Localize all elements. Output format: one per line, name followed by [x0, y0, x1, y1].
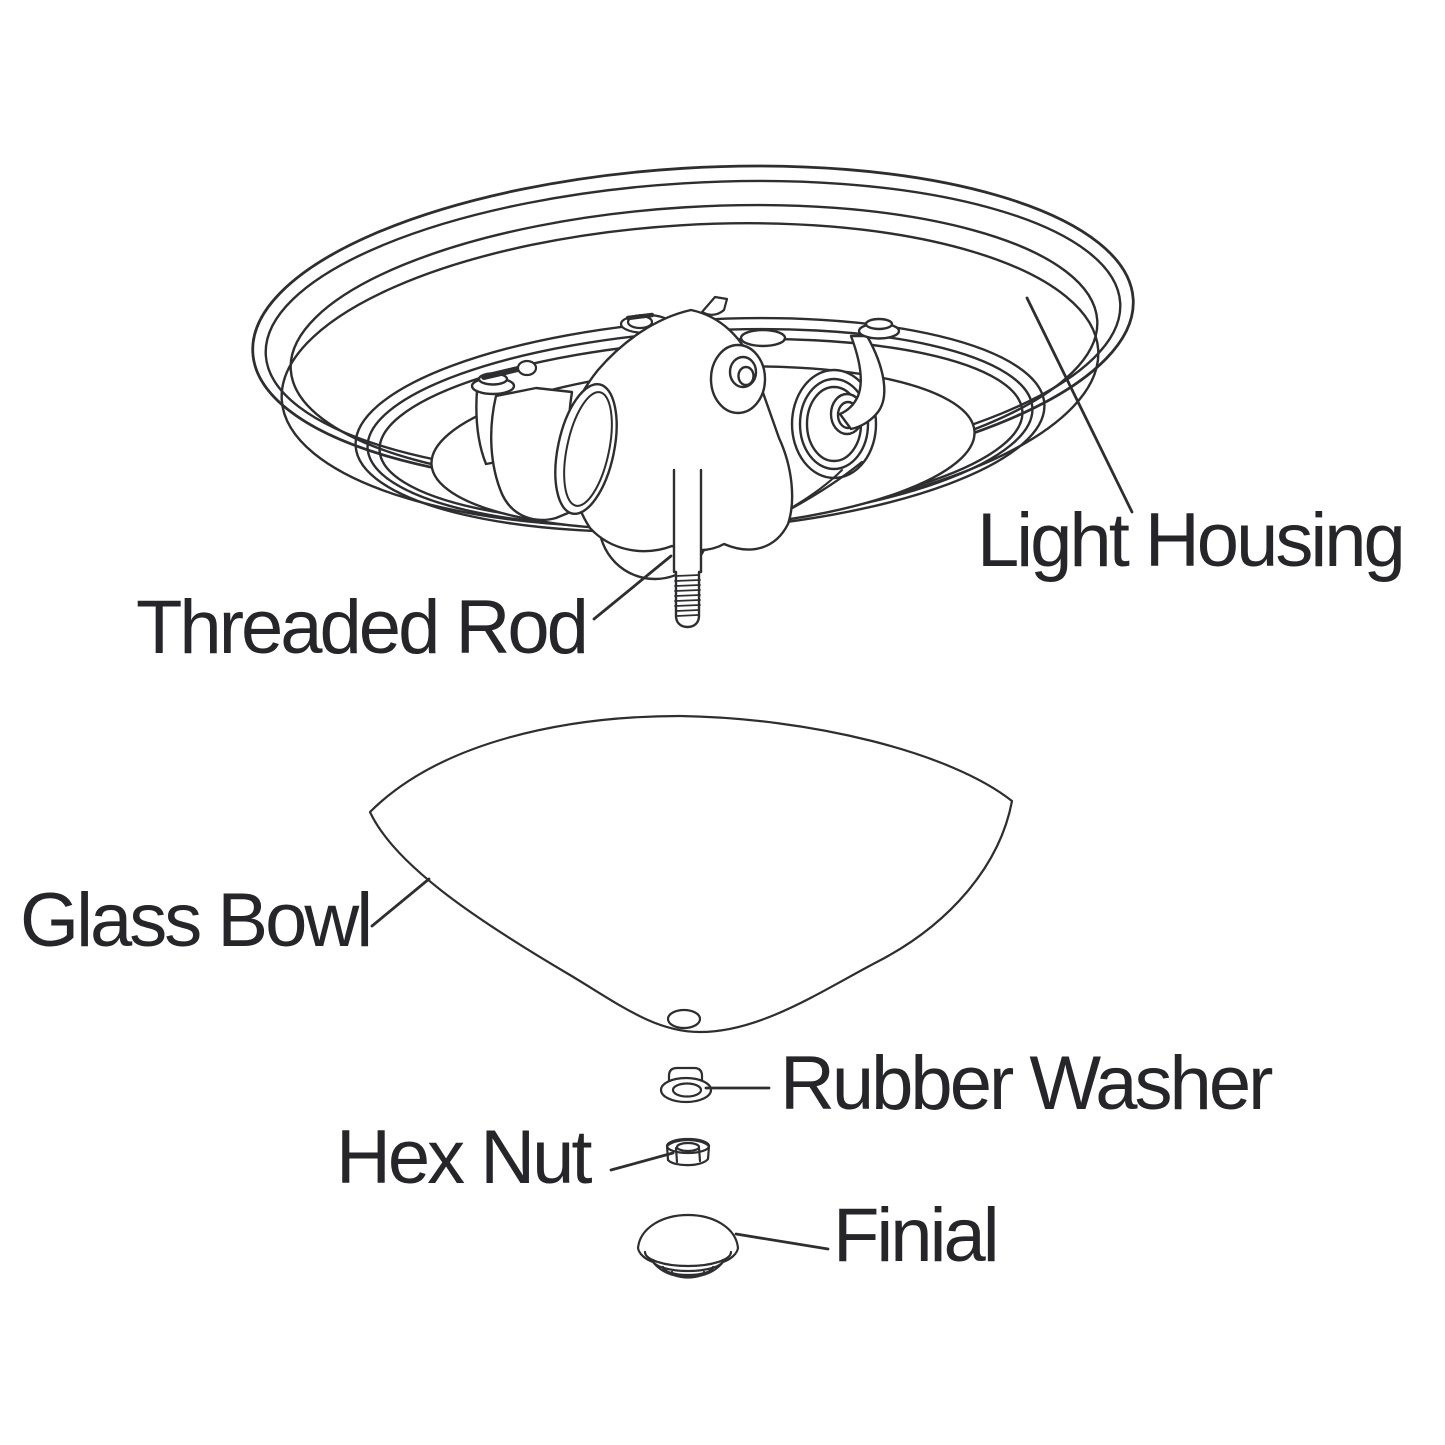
fixture-arm-icon [838, 317, 901, 431]
light-housing-leader-line [1025, 296, 1134, 514]
glass-bowl-leader-line [370, 877, 431, 928]
label-hex-nut: Hex Nut [336, 1115, 593, 1200]
label-rubber-washer: Rubber Washer [780, 1041, 1273, 1126]
socket-body-icon [554, 295, 794, 553]
glass-bowl-drawing [368, 714, 1014, 1034]
threaded-rod-threads [674, 574, 701, 617]
label-finial: Finial [833, 1193, 1000, 1278]
bowl-center-hole [666, 1008, 702, 1030]
label-glass-bowl: Glass Bowl [20, 878, 373, 963]
label-threaded-rod: Threaded Rod [136, 585, 589, 670]
finial-leader-line [734, 1232, 830, 1251]
hex-nut-leader-line [609, 1151, 675, 1172]
rubber-washer-drawing [659, 1066, 713, 1104]
threaded-rod-drawing [672, 468, 703, 629]
finial-drawing [636, 1213, 740, 1279]
threaded-rod-leader-line [592, 554, 673, 621]
label-light-housing: Light Housing [977, 498, 1406, 583]
plate-hole [739, 328, 787, 348]
screw-icon [481, 359, 538, 380]
hex-nut-drawing [665, 1137, 711, 1167]
